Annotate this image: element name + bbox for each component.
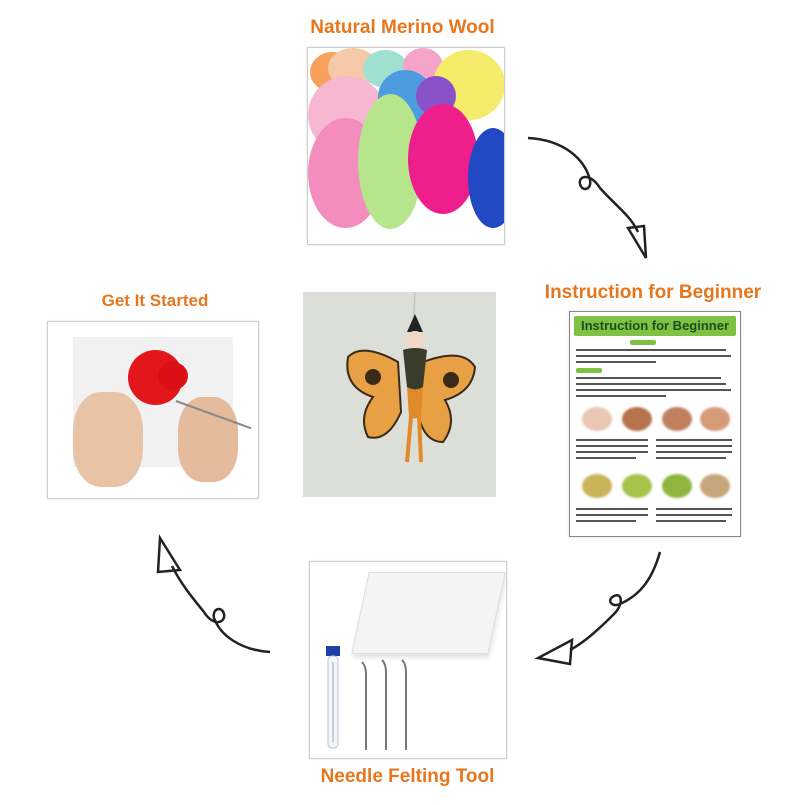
sheet-text-line: [576, 395, 666, 397]
sheet-text-line: [576, 377, 721, 379]
get-it-started-image: [47, 321, 259, 499]
wool-navy: [468, 128, 504, 228]
label-needle-felting-tool: Needle Felting Tool: [320, 766, 495, 787]
label-natural-merino-wool: Natural Merino Wool: [310, 17, 495, 38]
fairy-doll-illustration: [346, 292, 477, 463]
sheet-thumb: [662, 407, 692, 431]
sheet-text-line: [656, 457, 726, 459]
merino-wool-image: [307, 47, 505, 245]
wool-magenta: [408, 104, 478, 214]
sheet-text-line: [576, 361, 656, 363]
instruction-sheet-image: Instruction for Beginner: [569, 311, 741, 537]
sheet-text-line: [576, 451, 648, 453]
left-hand: [73, 392, 143, 487]
arrow-left-down: [534, 551, 662, 666]
sheet-thumb: [700, 474, 730, 498]
red-wool-shape-2: [158, 362, 188, 390]
arrow-right-down: [527, 136, 648, 259]
sheet-thumb: [700, 407, 730, 431]
fairy-doll-image: [303, 292, 496, 497]
sheet-text-line: [576, 508, 648, 510]
sheet-text-line: [576, 457, 636, 459]
sheet-thumb: [582, 407, 612, 431]
sheet-text-line: [576, 383, 726, 385]
sheet-text-line: [656, 514, 732, 516]
sheet-thumb: [662, 474, 692, 498]
sheet-text-line: [576, 520, 636, 522]
sheet-thumb: [622, 474, 652, 498]
sheet-text-line: [576, 439, 648, 441]
sheet-text-line: [656, 508, 732, 510]
sheet-tag-1: [630, 340, 656, 345]
sheet-text-line: [576, 389, 731, 391]
sheet-title: Instruction for Beginner: [580, 318, 730, 333]
sheet-text-line: [656, 451, 732, 453]
sheet-thumb: [582, 474, 612, 498]
needle-tools-illustration: [326, 646, 407, 750]
label-get-it-started: Get It Started: [101, 291, 209, 310]
sheet-thumb: [622, 407, 652, 431]
sheet-text-line: [656, 439, 732, 441]
sheet-header: Instruction for Beginner: [574, 316, 736, 336]
sheet-tag-2: [576, 368, 602, 373]
sheet-text-line: [576, 355, 731, 357]
sheet-text-line: [576, 514, 648, 516]
arrow-left-up: [156, 534, 271, 654]
sheet-text-line: [656, 445, 732, 447]
sheet-text-line: [656, 520, 726, 522]
sheet-text-line: [576, 349, 726, 351]
label-instruction-for-beginner: Instruction for Beginner: [544, 282, 762, 303]
sheet-text-line: [576, 445, 648, 447]
needle-felting-tool-image: [309, 561, 507, 759]
